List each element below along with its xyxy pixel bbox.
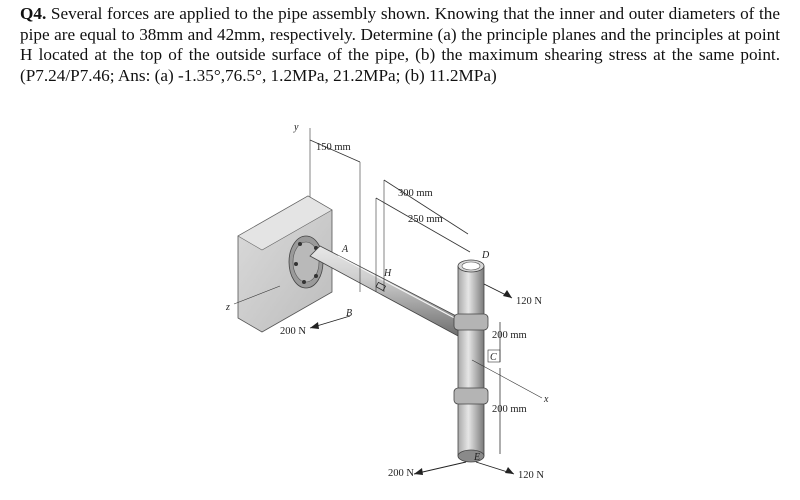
pipe-bore xyxy=(461,261,481,271)
flange-bolt xyxy=(302,280,306,284)
question-text: Several forces are applied to the pipe a… xyxy=(20,4,781,85)
force-200-left-label: 200 N xyxy=(280,326,306,337)
pipe-bottom-end xyxy=(457,449,485,463)
force-200-bottom-label: 200 N xyxy=(388,468,414,479)
point-c-label: C xyxy=(490,352,497,363)
dim-300-label: 300 mm xyxy=(398,188,433,199)
point-c-box xyxy=(487,349,501,363)
flange-bolt xyxy=(298,242,302,246)
x-axis-line xyxy=(471,359,543,399)
dim-line-250 xyxy=(375,197,471,253)
coupling-lower xyxy=(453,387,489,405)
pipe-assembly-drawing: y z x 150 mm xyxy=(225,122,549,481)
point-d-label: D xyxy=(481,250,490,261)
x-axis-label: x xyxy=(543,394,549,405)
z-axis-label: z xyxy=(225,302,230,313)
coupling-upper xyxy=(453,313,489,331)
force-200-bottom-arrow xyxy=(413,461,467,475)
dim-line-300 xyxy=(383,179,469,235)
problem-statement: Q4. Several forces are applied to the pi… xyxy=(20,4,780,86)
point-b-label: B xyxy=(346,308,352,319)
question-number: Q4. xyxy=(20,4,47,23)
pipe-highlight xyxy=(337,255,463,323)
force-120-lower-head xyxy=(505,467,514,474)
wall-plate-top xyxy=(237,195,333,251)
dim-200-upper-label: 200 mm xyxy=(492,330,527,341)
dim-150-label: 150 mm xyxy=(316,142,351,153)
z-axis-line xyxy=(233,285,281,305)
force-200-bottom-head xyxy=(414,468,423,475)
dim-250-label: 250 mm xyxy=(408,214,443,225)
point-a-label: A xyxy=(341,244,349,255)
pipe-assembly-figure: y z x 150 mm xyxy=(220,116,600,493)
force-120-upper-label: 120 N xyxy=(516,296,542,307)
force-120-upper-head xyxy=(503,290,512,298)
force-120-lower-label: 120 N xyxy=(518,470,544,481)
flange-bolt xyxy=(294,262,298,266)
point-e-label: E xyxy=(473,452,480,463)
vertical-pipe xyxy=(457,265,485,457)
y-axis-label: y xyxy=(293,122,299,133)
force-200-left-head xyxy=(310,322,319,329)
dim-line-150 xyxy=(309,139,361,163)
point-h-label: H xyxy=(383,268,392,279)
horizontal-pipe xyxy=(309,245,469,337)
flange-bolt xyxy=(314,274,318,278)
dim-200-lower-label: 200 mm xyxy=(492,404,527,415)
